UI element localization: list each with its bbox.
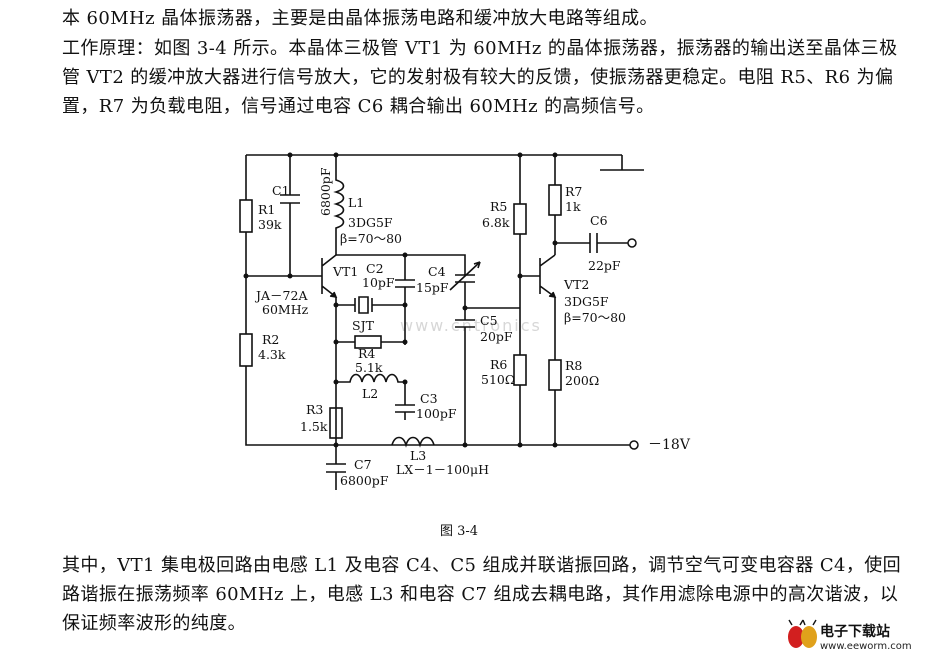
c3-value: 100pF [416,406,457,421]
c3-label: C3 [420,391,438,406]
vt1-type: 3DG5F [348,215,393,230]
crystal-model: JA－72A [254,288,308,303]
l3-value: LX－1－100μH [396,462,489,477]
c5-label: C5 [480,313,498,328]
r2-label: R2 [262,332,279,347]
supply-voltage: －18V [648,437,691,453]
circuit-diagram: R1 39k C1 6800pF L1 3DG5F β=70～80 VT1 C2… [239,152,691,490]
l2-label: L2 [362,386,378,401]
r1-label: R1 [258,202,275,217]
c6-value: 22pF [588,258,621,273]
c2-label: C2 [366,261,384,276]
r6-label: R6 [490,357,507,372]
r2-value: 4.3k [258,347,286,362]
vt2-label: VT2 [563,277,589,292]
r1-value: 39k [258,217,282,232]
figure-caption: 图 3-4 [440,524,479,539]
vt1-beta: β=70～80 [340,231,402,246]
vt2-beta: β=70～80 [564,310,626,325]
intro-paragraph: 本 60MHz 晶体振荡器，主要是由晶体振荡电路和缓冲放大电路等组成。 [62,8,658,29]
c6-label: C6 [590,213,608,228]
watermark: www.cntronics [400,316,542,335]
c4-value: 15pF [416,280,449,295]
c4-label: C4 [428,264,446,279]
r8-label: R8 [565,358,582,373]
crystal-label: SJT [352,318,375,333]
c7-value: 6800pF [340,473,389,488]
r3-value: 1.5k [300,419,328,434]
vt2-type: 3DG5F [564,294,609,309]
r5-label: R5 [490,199,507,214]
c2-value: 10pF [362,275,395,290]
bug-logo-icon [788,619,817,648]
c7-label: C7 [354,457,372,472]
r4-value: 5.1k [355,360,383,375]
detail-paragraph: 其中，VT1 集电极回路由电感 L1 及电容 C4、C5 组成并联谐振回路，调节… [62,555,902,634]
l1-label: L1 [348,195,364,210]
logo-url: www.eeworm.com [820,641,912,652]
r7-label: R7 [565,184,582,199]
r6-value: 510Ω [481,372,515,387]
vt1-label: VT1 [332,264,358,279]
c1-value: 6800pF [318,167,333,216]
r3-label: R3 [306,402,323,417]
r4-label: R4 [358,346,375,361]
r8-value: 200Ω [565,373,599,388]
r5-value: 6.8k [482,215,510,230]
l3-label: L3 [410,448,426,463]
c1-label: C1 [272,183,290,198]
crystal-frequency: 60MHz [262,302,309,317]
r7-value: 1k [565,199,581,214]
logo-title: 电子下载站 [820,624,890,640]
site-logo[interactable]: 电子下载站 www.eeworm.com [786,617,926,657]
principle-paragraph: 工作原理：如图 3-4 所示。本晶体三极管 VT1 为 60MHz 的晶体振荡器… [62,38,898,117]
c5-value: 20pF [480,329,513,344]
